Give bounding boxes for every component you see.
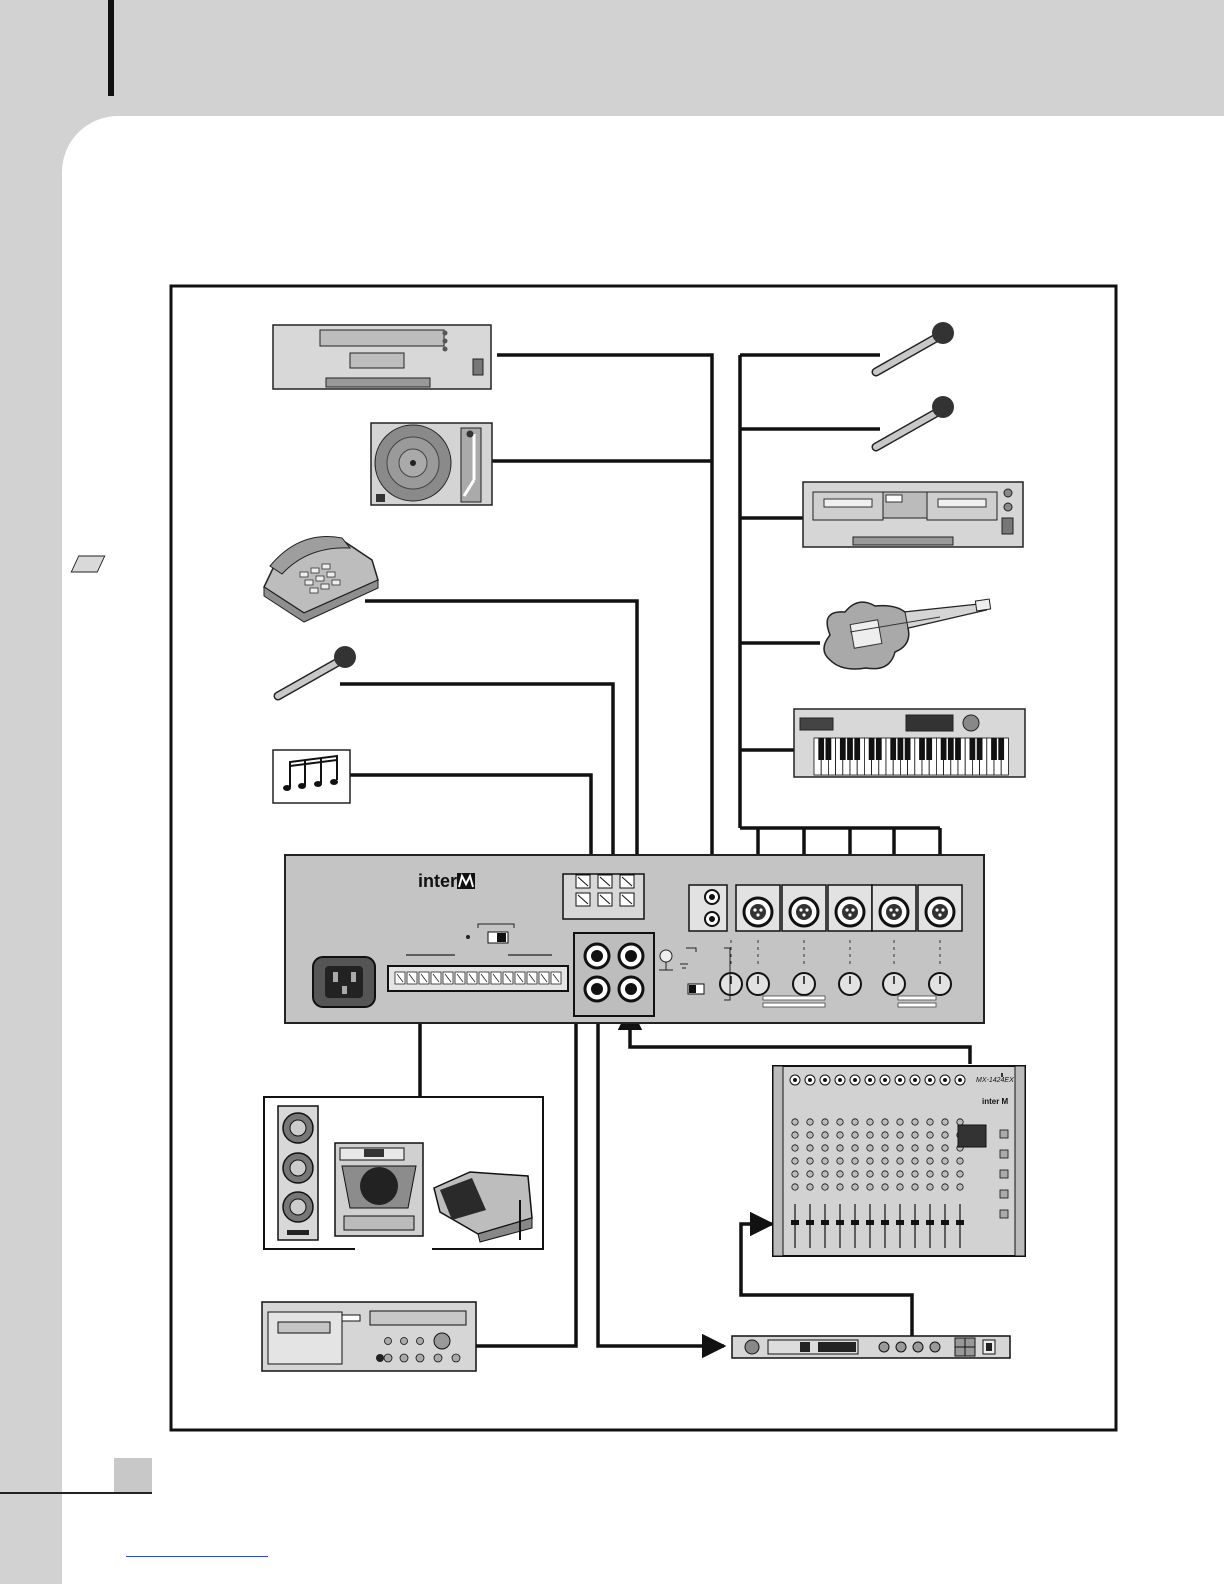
black-key [941, 738, 947, 760]
mixer-amplifier-rear-panel-icon: inter [285, 855, 984, 1023]
phono-input-jacks [689, 885, 727, 931]
rca-connector-block [574, 933, 654, 1016]
black-key [826, 738, 832, 760]
turntable-icon [371, 423, 492, 505]
mixer-fader [941, 1220, 949, 1225]
mixer-model-label: MX-1424EX [976, 1077, 1014, 1084]
black-key [854, 738, 860, 760]
mixer-fader [881, 1220, 889, 1225]
svg-text:inter: inter [418, 871, 457, 891]
mixer-fader [806, 1220, 814, 1225]
mixer-fader [791, 1220, 799, 1225]
black-key [919, 738, 925, 760]
xlr-input-row [736, 885, 962, 931]
black-key [955, 738, 961, 760]
black-key [926, 738, 932, 760]
speaker-group-icon [264, 1097, 543, 1249]
black-key [876, 738, 882, 760]
power-inlet-icon [313, 957, 375, 1007]
black-key [977, 738, 983, 760]
mixer-fader [896, 1220, 904, 1225]
cassette-recorder-icon [262, 1302, 476, 1371]
black-key [970, 738, 976, 760]
black-key [818, 738, 824, 760]
synthesizer-keyboard-icon [794, 709, 1025, 777]
black-key [869, 738, 875, 760]
mixer-fader [821, 1220, 829, 1225]
mixer-fader [956, 1220, 964, 1225]
black-key [840, 738, 846, 760]
rack-signal-processor-icon [732, 1336, 1010, 1358]
mixer-fader [926, 1220, 934, 1225]
black-key [898, 738, 904, 760]
black-key [847, 738, 853, 760]
black-key [890, 738, 896, 760]
black-key [991, 738, 997, 760]
inter-m-logo: inter [418, 871, 475, 891]
mixer-brand-label: inter M [982, 1097, 1009, 1106]
mixer-fader [911, 1220, 919, 1225]
music-notes-icon [273, 750, 350, 803]
black-key [948, 738, 954, 760]
mixer-fader [851, 1220, 859, 1225]
black-key [905, 738, 911, 760]
mixing-console-icon: MX-1424EX inter M [773, 1066, 1025, 1256]
keyboard-keys [814, 738, 1008, 775]
cd-player-icon [273, 325, 491, 389]
mixer-fader [836, 1220, 844, 1225]
double-cassette-deck-icon [803, 482, 1023, 547]
black-key [998, 738, 1004, 760]
mixer-fader [866, 1220, 874, 1225]
telephone-input-terminals [563, 874, 644, 919]
